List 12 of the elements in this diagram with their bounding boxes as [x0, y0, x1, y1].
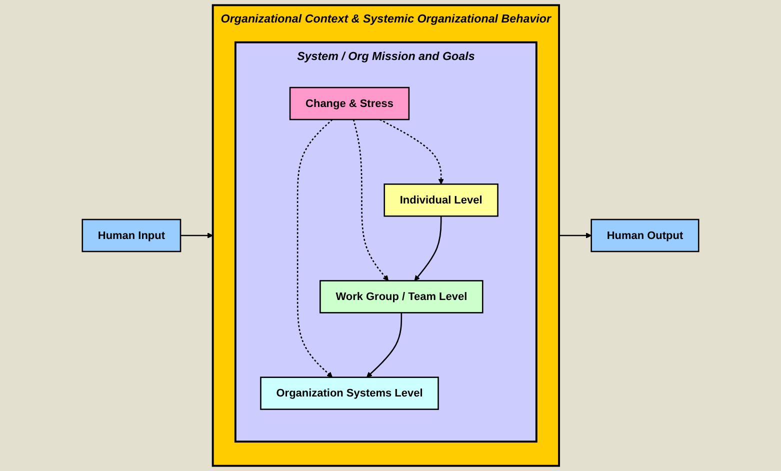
- arrow: [366, 312, 402, 378]
- node-box: Organization Systems Level: [260, 376, 439, 410]
- arrow: [296, 119, 333, 378]
- node-box: Human Output: [590, 218, 700, 252]
- arrow: [180, 232, 214, 238]
- node-box: Individual Level: [384, 183, 498, 217]
- node-box: Work Group / Team Level: [320, 280, 484, 314]
- arrow: [559, 232, 592, 238]
- node-box: Human Input: [82, 218, 182, 252]
- arrow: [352, 119, 389, 281]
- node-box: Change & Stress: [289, 86, 410, 120]
- arrow: [414, 216, 442, 281]
